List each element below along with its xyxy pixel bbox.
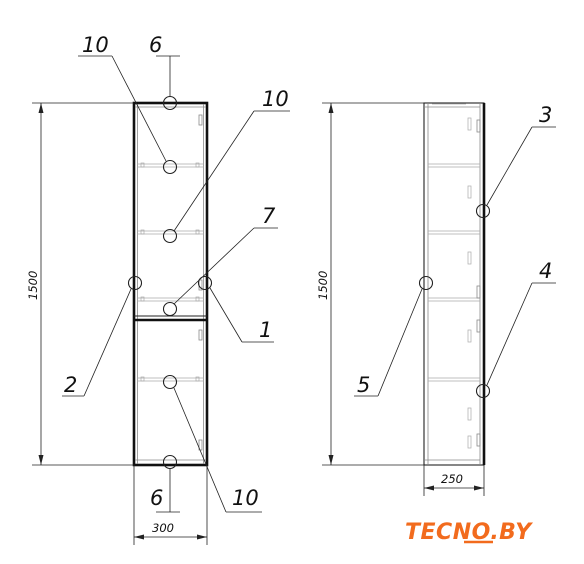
front-view: 6 10 10 7 1 2 6 10 1500 300 [26,33,290,545]
tecno-logo: TECNO.BY [405,520,533,545]
logo-text-b: N [453,520,472,545]
logo-text-a: TEC [405,520,453,545]
callout-6-bottom: 6 [150,486,163,510]
side-height-dimension: 1500 [316,271,330,300]
callout-6-top: 6 [149,33,162,57]
callout-5: 5 [357,373,370,397]
front-cabinet-outline [132,101,209,467]
callout-10-right: 10 [262,87,289,111]
callout-4: 4 [539,259,552,283]
callout-3: 3 [539,103,552,127]
callout-10-bottom: 10 [232,486,259,510]
logo-text-d: .BY [490,520,533,545]
side-cabinet-outline [423,102,485,466]
front-width-dimension: 300 [152,521,174,535]
callout-10-top: 10 [82,33,109,57]
callout-1: 1 [259,318,272,342]
side-view: 3 4 5 1500 250 [316,102,556,496]
side-depth-dimension: 250 [441,472,463,486]
svg-text:TECNO.BY: TECNO.BY [405,520,533,545]
callout-2: 2 [64,373,77,397]
callout-7: 7 [262,204,276,228]
front-height-dimension: 1500 [26,271,40,300]
logo-text-c: O [472,520,491,545]
